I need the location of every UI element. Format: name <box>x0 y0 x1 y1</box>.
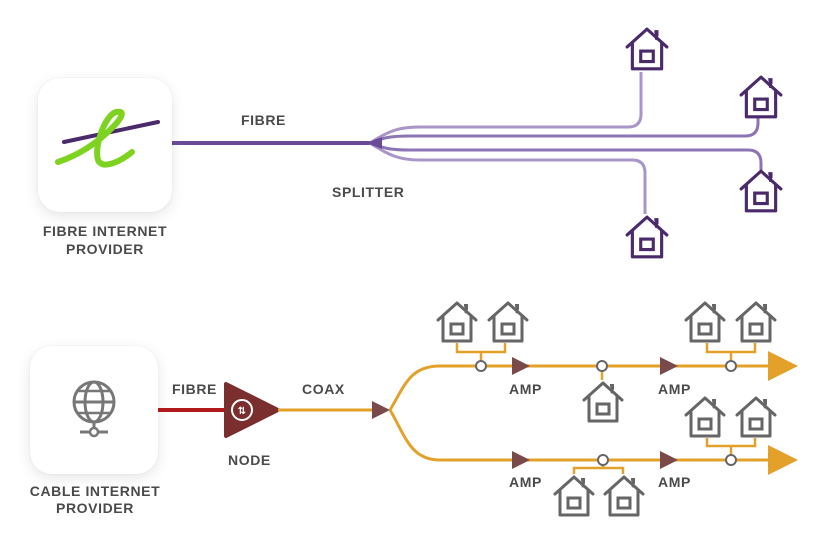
splitter-branch-lower-mid <box>369 141 763 170</box>
cable-provider-label: CABLE INTERNET PROVIDER <box>5 483 185 517</box>
fibre-house-2-icon <box>739 75 783 119</box>
fibre-line-label: FIBRE <box>241 112 286 128</box>
fibre-provider-logo-icon <box>55 108 160 168</box>
fibre-provider-label-line2: PROVIDER <box>66 241 144 257</box>
amp-1-icon <box>512 357 530 375</box>
fibre-house-4-icon <box>625 215 669 259</box>
splitter-branch-bottom <box>369 141 647 214</box>
cable-house-9-icon <box>603 475 645 517</box>
node-label: NODE <box>228 452 271 468</box>
splitter-label: SPLITTER <box>332 184 405 200</box>
fibre-provider-card <box>38 78 172 212</box>
cable-house-4-icon <box>684 301 726 343</box>
cable-house-5-icon <box>735 301 777 343</box>
cable-network: ⇅ <box>158 301 798 517</box>
fibre-network <box>172 27 783 259</box>
cable-house-2-icon <box>487 301 529 343</box>
tap-4 <box>597 454 609 466</box>
coax-upper-line <box>388 351 798 411</box>
globe-network-icon <box>72 380 116 438</box>
amp-1-label: AMP <box>509 381 542 397</box>
fibre-house-3-icon <box>739 169 783 213</box>
tap-5 <box>725 454 737 466</box>
fibre-provider-label: FIBRE INTERNET PROVIDER <box>20 222 190 258</box>
cable-provider-label-line2: PROVIDER <box>56 500 134 516</box>
tap-3 <box>725 360 737 372</box>
amp-4-icon <box>660 451 678 469</box>
svg-text:⇅: ⇅ <box>238 406 246 417</box>
splitter-branch-upper-mid <box>369 118 760 145</box>
cable-house-1-icon <box>436 301 478 343</box>
tap-2 <box>596 360 608 372</box>
coax-splitter-icon <box>372 401 390 419</box>
fibre-house-1-icon <box>625 27 669 71</box>
coax-label: COAX <box>302 381 345 397</box>
coax-lower-line <box>388 409 798 475</box>
amp-2-label: AMP <box>658 381 691 397</box>
amp-4-label: AMP <box>658 474 691 490</box>
cable-provider-label-line1: CABLE INTERNET <box>29 483 161 499</box>
cable-house-8-icon <box>553 475 595 517</box>
amp-3-label: AMP <box>509 474 542 490</box>
fibre-provider-label-line1: FIBRE INTERNET <box>42 223 168 239</box>
cable-house-7-icon <box>735 396 777 438</box>
cable-provider-card <box>30 346 158 474</box>
splitter-branch-top <box>369 72 643 145</box>
splitter-node <box>366 137 382 149</box>
amp-2-icon <box>660 357 678 375</box>
cable-house-6-icon <box>684 396 726 438</box>
cable-house-3-icon <box>582 381 624 423</box>
amp-3-icon <box>512 451 530 469</box>
tap-1 <box>475 360 487 372</box>
cable-fibre-line-label: FIBRE <box>172 381 217 397</box>
